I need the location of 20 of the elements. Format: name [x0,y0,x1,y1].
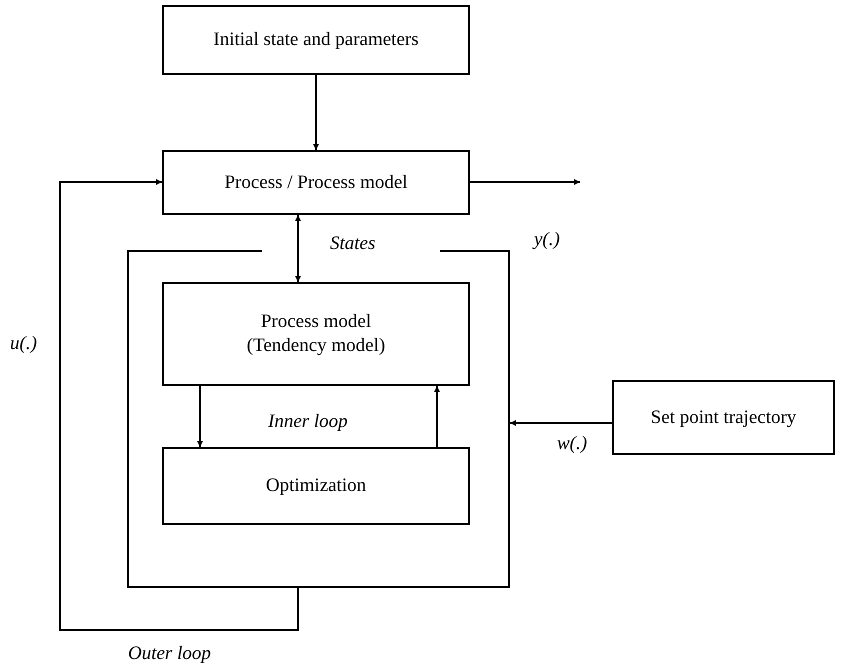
box-text: Initial state and parameters [213,28,419,52]
arrow [295,215,301,282]
process-box [162,282,470,386]
arrow [434,386,440,447]
loop-frame [127,250,510,588]
box-text: Process model (Tendency model) [246,310,386,358]
process-box [612,380,835,455]
process-box [162,447,470,525]
arrow [59,179,299,631]
arrow [313,75,319,150]
process-box [162,5,470,75]
box-text: Process / Process model [224,170,408,194]
box-text: Set point trajectory [650,406,796,430]
arrow [197,386,203,447]
box-text: Optimization [266,474,366,498]
arrow [510,420,612,426]
loop-label: Inner loop [268,410,348,434]
loop-label: Outer loop [128,642,211,666]
arrow [470,179,580,185]
process-box [162,150,470,215]
